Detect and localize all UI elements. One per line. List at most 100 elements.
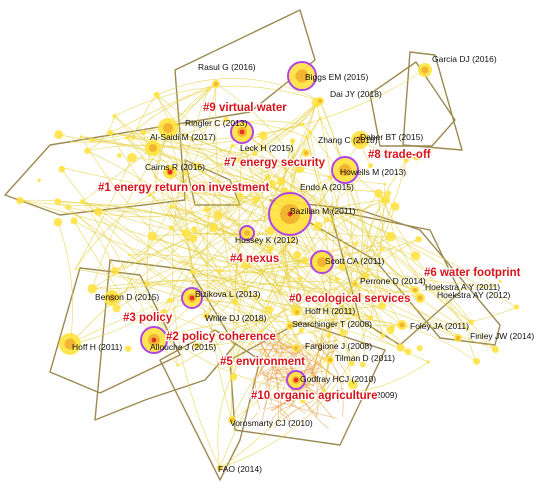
citation-link bbox=[323, 361, 429, 395]
author-node-core bbox=[339, 164, 351, 176]
network-node bbox=[466, 326, 469, 330]
citation-link bbox=[279, 413, 290, 425]
network-node bbox=[324, 216, 330, 223]
network-node bbox=[74, 267, 77, 271]
network-node bbox=[258, 131, 268, 140]
network-node bbox=[319, 116, 322, 119]
author-label-bizikova: Bizikova L (2013) bbox=[195, 289, 261, 299]
burst-core bbox=[167, 169, 173, 175]
citation-link bbox=[87, 116, 115, 152]
network-node bbox=[144, 281, 150, 287]
citation-link bbox=[205, 165, 345, 317]
author-node-benson bbox=[104, 290, 120, 306]
network-node bbox=[299, 397, 306, 404]
author-node-core bbox=[163, 123, 173, 133]
author-node-core bbox=[218, 466, 222, 470]
network-node bbox=[392, 298, 398, 303]
network-node bbox=[229, 373, 238, 381]
author-node-fargione bbox=[292, 344, 300, 352]
author-node-dai bbox=[316, 97, 324, 105]
burst-core bbox=[239, 129, 245, 135]
author-node-core bbox=[214, 82, 218, 86]
author-node-core bbox=[295, 310, 299, 314]
author-label-dai: Dai JY (2018) bbox=[330, 89, 382, 99]
citation-link bbox=[295, 352, 311, 359]
network-node bbox=[112, 113, 117, 119]
network-node bbox=[240, 260, 250, 270]
citation-link bbox=[61, 169, 331, 361]
citation-link bbox=[378, 193, 468, 329]
author-label-fargione: Fargione J (2008) bbox=[305, 341, 372, 351]
author-node-hoff1 bbox=[293, 308, 301, 316]
author-node-cairns bbox=[163, 165, 177, 179]
author-node-white bbox=[203, 313, 209, 319]
citation-link bbox=[298, 215, 401, 348]
burst-ring bbox=[286, 370, 306, 390]
network-node bbox=[189, 269, 195, 275]
network-node bbox=[223, 116, 229, 122]
citation-link bbox=[67, 206, 116, 272]
network-node bbox=[207, 87, 211, 91]
network-node bbox=[54, 198, 62, 206]
citation-link bbox=[278, 377, 284, 385]
network-node bbox=[53, 217, 63, 227]
network-node bbox=[160, 308, 168, 316]
citation-link bbox=[219, 238, 419, 469]
network-node bbox=[252, 196, 260, 204]
citation-link bbox=[260, 334, 280, 427]
network-node bbox=[358, 285, 362, 289]
author-label-alsaidi: Al-Saidi M (2017) bbox=[150, 132, 216, 142]
citation-link bbox=[219, 287, 361, 469]
network-node bbox=[195, 162, 201, 169]
network-node bbox=[266, 225, 276, 235]
background-nodes bbox=[16, 87, 520, 404]
author-label-scott: Scott CA (2011) bbox=[325, 256, 385, 266]
author-node-core bbox=[318, 99, 322, 103]
cluster-hull bbox=[94, 259, 236, 421]
author-nodes bbox=[59, 61, 462, 471]
author-node-perrone bbox=[352, 281, 358, 287]
cluster-label-c3: #3 policy bbox=[123, 312, 173, 324]
author-label-biggs: Biggs EM (2015) bbox=[305, 72, 368, 82]
citation-link bbox=[191, 272, 496, 292]
network-node bbox=[282, 159, 290, 166]
author-node-ringler bbox=[158, 118, 178, 138]
citation-link bbox=[297, 347, 319, 418]
burst-ring bbox=[239, 225, 255, 241]
author-label-garcia: Garcia DJ (2016) bbox=[432, 54, 497, 64]
citation-link bbox=[260, 395, 337, 419]
author-node-bizikova bbox=[181, 287, 203, 309]
network-node bbox=[368, 163, 374, 169]
network-node bbox=[124, 345, 132, 352]
network-node bbox=[60, 165, 63, 169]
burst-ring bbox=[140, 326, 168, 354]
citation-link bbox=[75, 157, 133, 270]
author-label-benson: Benson D (2015) bbox=[95, 292, 159, 302]
citation-link bbox=[265, 399, 289, 409]
citation-link bbox=[341, 193, 379, 267]
network-node bbox=[256, 330, 264, 338]
author-node-core bbox=[230, 418, 234, 422]
citation-link bbox=[196, 312, 357, 347]
author-node-zhang bbox=[302, 149, 310, 157]
burst-ring bbox=[230, 120, 254, 144]
citation-link bbox=[298, 215, 403, 326]
network-node bbox=[244, 149, 248, 153]
network-node bbox=[167, 185, 173, 191]
citation-link bbox=[69, 181, 281, 345]
author-node-core bbox=[295, 69, 309, 83]
network-node bbox=[169, 204, 174, 209]
network-node bbox=[264, 174, 271, 181]
author-node-hoekstra1 bbox=[411, 286, 419, 294]
network-node bbox=[176, 363, 180, 367]
author-label-godfray: Godfray HCJ (2010) bbox=[300, 374, 376, 384]
citation-link bbox=[116, 206, 172, 309]
network-node bbox=[380, 247, 385, 252]
network-node bbox=[209, 222, 219, 233]
network-node bbox=[323, 358, 327, 362]
network-node bbox=[412, 151, 422, 161]
author-label-foley: Foley JA (2011) bbox=[410, 321, 469, 331]
author-node-garcia bbox=[418, 63, 432, 77]
citation-link bbox=[272, 340, 325, 391]
citation-link bbox=[126, 137, 391, 238]
